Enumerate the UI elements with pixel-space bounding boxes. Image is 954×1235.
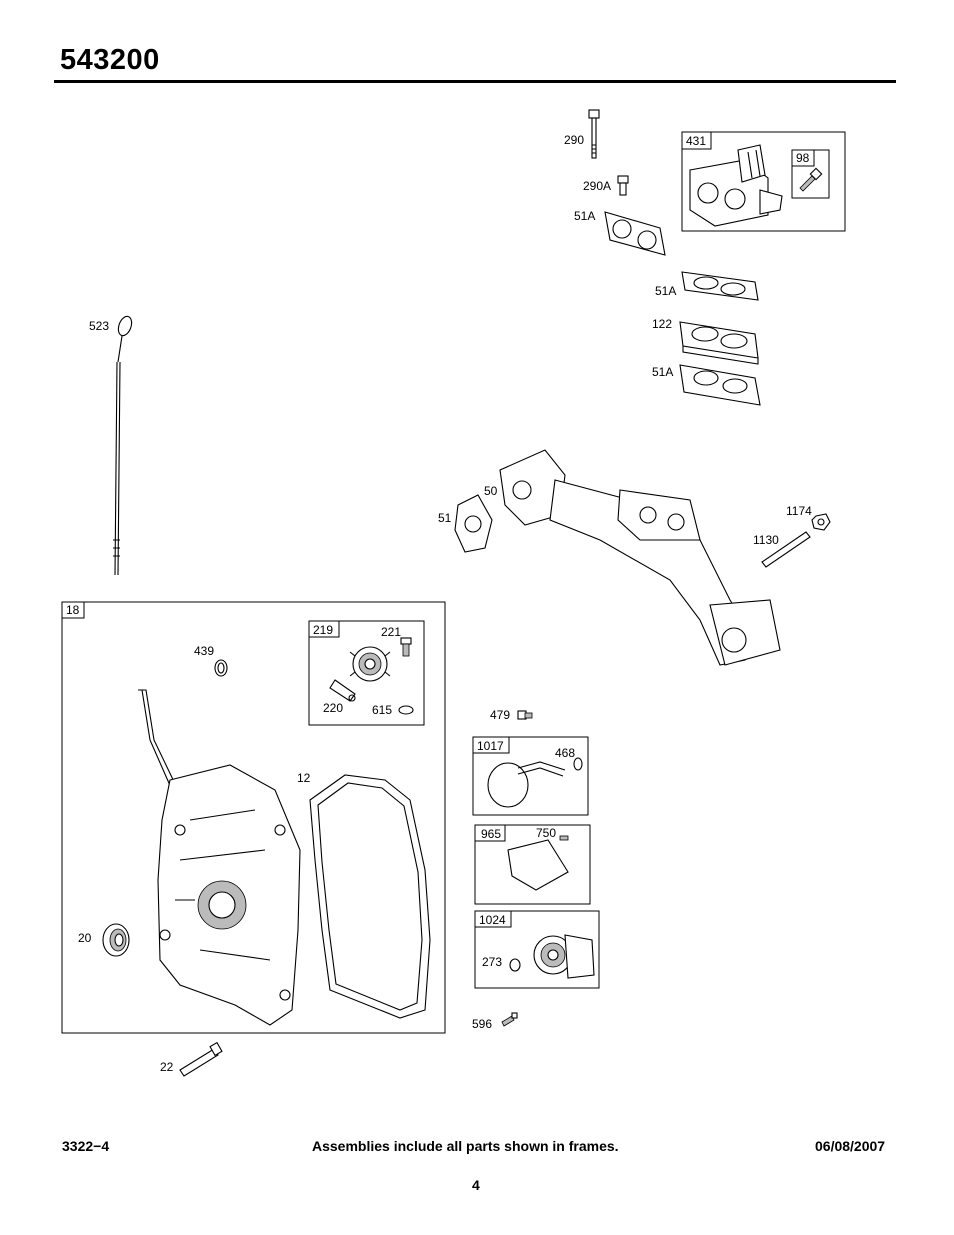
label-273: 273 [482, 955, 502, 969]
frame-1017 [472, 736, 589, 816]
gasket-51-part [454, 494, 493, 553]
page-number: 4 [472, 1177, 480, 1193]
frame-1017-tag [472, 736, 510, 754]
oil-pickup-part [487, 761, 566, 808]
insulator-122-part [679, 321, 759, 365]
screw-479-part [517, 710, 533, 720]
frame-18 [61, 601, 446, 1034]
label-221: 221 [381, 625, 401, 639]
frame-18-tag [61, 601, 85, 619]
seal-439-part [214, 659, 228, 677]
frame-965-label: 965 [481, 827, 501, 841]
intake-manifold-50-part [499, 449, 781, 666]
label-1174: 1174 [786, 504, 812, 518]
frame-18-label: 18 [66, 603, 80, 617]
label-22: 22 [160, 1060, 174, 1074]
footer-date: 06/08/2007 [815, 1138, 886, 1154]
cover-965-part [507, 839, 569, 891]
label-290a: 290A [583, 179, 611, 193]
label-51a-1: 51A [574, 209, 595, 223]
gasket-51a-lower-part [679, 364, 761, 406]
carburetor-adapter-part [689, 144, 783, 227]
label-122: 122 [652, 317, 672, 331]
frame-431-tag [681, 131, 712, 150]
screw-221-part [400, 637, 412, 657]
frame-98-label: 98 [796, 151, 810, 165]
label-51: 51 [438, 511, 452, 525]
footer-note: Assemblies include all parts shown in fr… [312, 1138, 619, 1154]
label-596: 596 [472, 1017, 492, 1031]
gasket-12-part [309, 774, 431, 1019]
crank-220-part [329, 679, 356, 702]
label-468: 468 [555, 746, 575, 760]
label-523: 523 [89, 319, 109, 333]
oil-seal-20-part [102, 923, 130, 957]
gasket-51a-upper-part [604, 211, 666, 256]
stud-1130-part [761, 531, 811, 568]
frame-1024-tag [474, 910, 512, 928]
label-20: 20 [78, 931, 92, 945]
frame-965-tag [474, 824, 506, 842]
page-title: 543200 [60, 44, 160, 76]
screw-290a-part [617, 175, 629, 196]
gasket-51a-middle-part [681, 271, 759, 301]
o-ring-273-part [509, 958, 521, 972]
crankcase-cover-part [138, 689, 301, 1026]
title-rule [54, 80, 896, 83]
screw-98-part [799, 167, 823, 192]
label-51a-2: 51A [655, 284, 676, 298]
frame-219-label: 219 [313, 623, 333, 637]
label-615: 615 [372, 703, 392, 717]
label-50: 50 [484, 484, 498, 498]
frame-431-label: 431 [686, 134, 706, 148]
frame-965 [474, 824, 591, 905]
label-220: 220 [323, 701, 343, 715]
label-1130: 1130 [753, 533, 779, 547]
frame-219-tag [308, 620, 340, 638]
o-ring-468-part [573, 757, 583, 771]
frame-431 [681, 131, 846, 232]
label-51a-3: 51A [652, 365, 673, 379]
frame-98-tag [791, 149, 815, 167]
label-439: 439 [194, 644, 214, 658]
dipstick-523-part [113, 315, 133, 576]
label-12: 12 [297, 771, 311, 785]
bolt-22-part [179, 1041, 223, 1077]
label-290: 290 [564, 133, 584, 147]
frame-1017-label: 1017 [477, 739, 504, 753]
bolt-290-part [588, 109, 600, 159]
frame-1024 [474, 910, 600, 989]
governor-gear-part [349, 646, 391, 682]
label-750: 750 [536, 826, 556, 840]
clip-615-part [398, 705, 414, 715]
frame-1024-label: 1024 [479, 913, 506, 927]
footer-doc-number: 3322−4 [62, 1138, 110, 1154]
screw-596-part [501, 1012, 518, 1027]
oil-pump-part [533, 934, 595, 979]
nut-1174-part [811, 513, 831, 531]
label-479: 479 [490, 708, 510, 722]
screw-750-part [559, 835, 569, 841]
frame-219 [308, 620, 425, 726]
